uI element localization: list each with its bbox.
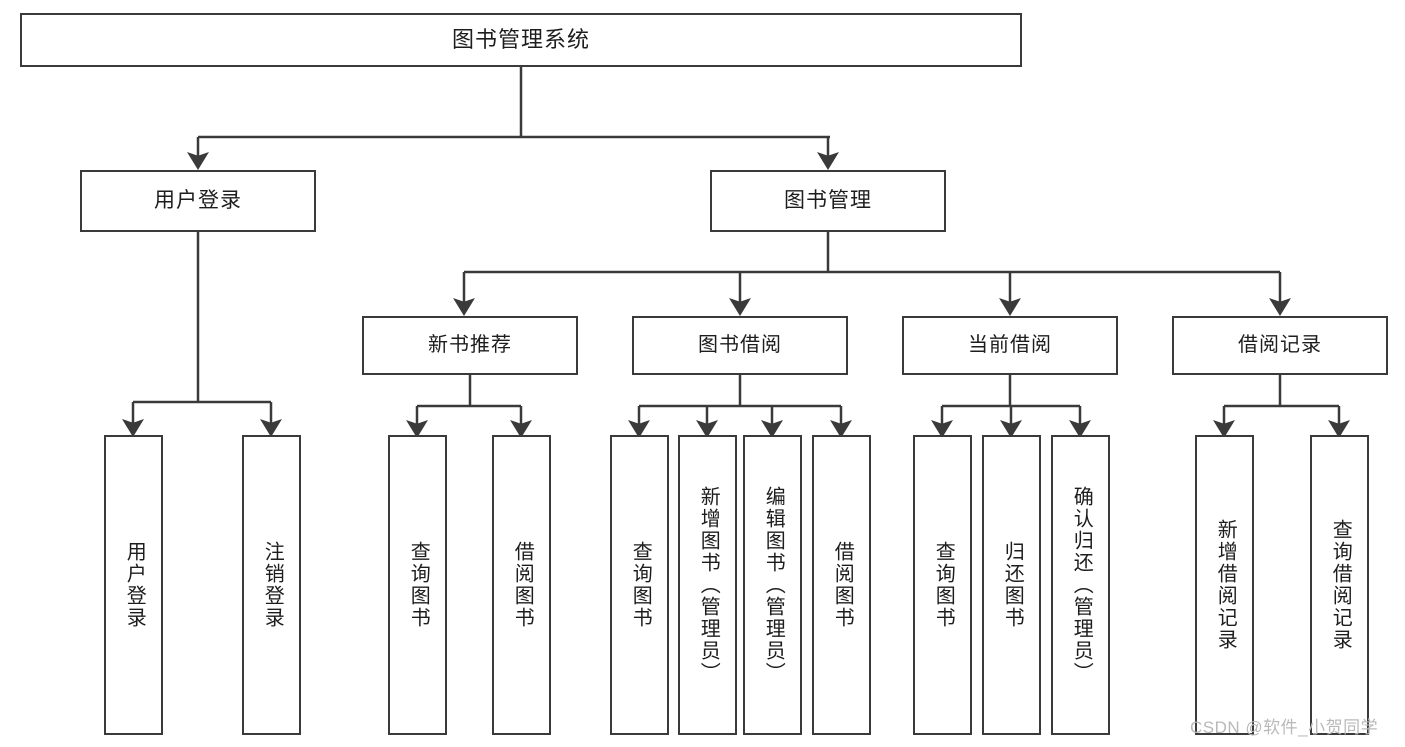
node-label: 查询图书 [629, 541, 652, 629]
node-label: 新增借阅记录 [1214, 519, 1237, 651]
node-book-management[interactable]: 图书管理 [710, 170, 946, 232]
node-label: 确认归还（管理员） [1070, 486, 1093, 684]
node-new-book-recommend[interactable]: 新书推荐 [362, 316, 578, 375]
node-label: 编辑图书（管理员） [762, 486, 785, 684]
leaf-borrow-borrow-book[interactable]: 借阅图书 [812, 435, 871, 735]
leaf-current-confirm-return-admin[interactable]: 确认归还（管理员） [1051, 435, 1110, 735]
node-label: 图书管理 [784, 188, 872, 212]
node-borrow-record[interactable]: 借阅记录 [1172, 316, 1388, 375]
csdn-watermark: CSDN @软件_小贺同学 [1190, 718, 1379, 737]
node-label: 查询图书 [407, 541, 430, 629]
leaf-borrow-edit-book-admin[interactable]: 编辑图书（管理员） [743, 435, 802, 735]
node-user-login[interactable]: 用户登录 [80, 170, 316, 232]
leaf-borrow-add-book-admin[interactable]: 新增图书（管理员） [678, 435, 737, 735]
leaf-borrow-query-book[interactable]: 查询图书 [610, 435, 669, 735]
node-label: 当前借阅 [968, 333, 1052, 356]
node-label: 借阅记录 [1238, 333, 1322, 356]
leaf-recommend-borrow-book[interactable]: 借阅图书 [492, 435, 551, 735]
node-label: 查询借阅记录 [1329, 519, 1352, 651]
node-label: 新书推荐 [428, 333, 512, 356]
node-root-book-management-system[interactable]: 图书管理系统 [20, 13, 1022, 67]
node-label: 查询图书 [932, 541, 955, 629]
node-label: 注销登录 [261, 541, 284, 629]
leaf-current-return-book[interactable]: 归还图书 [982, 435, 1041, 735]
node-book-borrow[interactable]: 图书借阅 [632, 316, 848, 375]
node-current-borrow[interactable]: 当前借阅 [902, 316, 1118, 375]
node-label: 用户登录 [123, 541, 146, 629]
node-label: 图书管理系统 [451, 27, 590, 53]
node-label: 借阅图书 [831, 541, 854, 629]
node-label: 图书借阅 [698, 333, 782, 356]
leaf-record-query-record[interactable]: 查询借阅记录 [1310, 435, 1369, 735]
node-label: 用户登录 [154, 188, 242, 212]
node-label: 新增图书（管理员） [697, 486, 720, 684]
leaf-current-query-book[interactable]: 查询图书 [913, 435, 972, 735]
leaf-user-login-login[interactable]: 用户登录 [104, 435, 163, 735]
leaf-record-add-record[interactable]: 新增借阅记录 [1195, 435, 1254, 735]
leaf-user-login-logout[interactable]: 注销登录 [242, 435, 301, 735]
node-label: 归还图书 [1001, 541, 1024, 629]
node-label: 借阅图书 [511, 541, 534, 629]
leaf-recommend-query-book[interactable]: 查询图书 [388, 435, 447, 735]
